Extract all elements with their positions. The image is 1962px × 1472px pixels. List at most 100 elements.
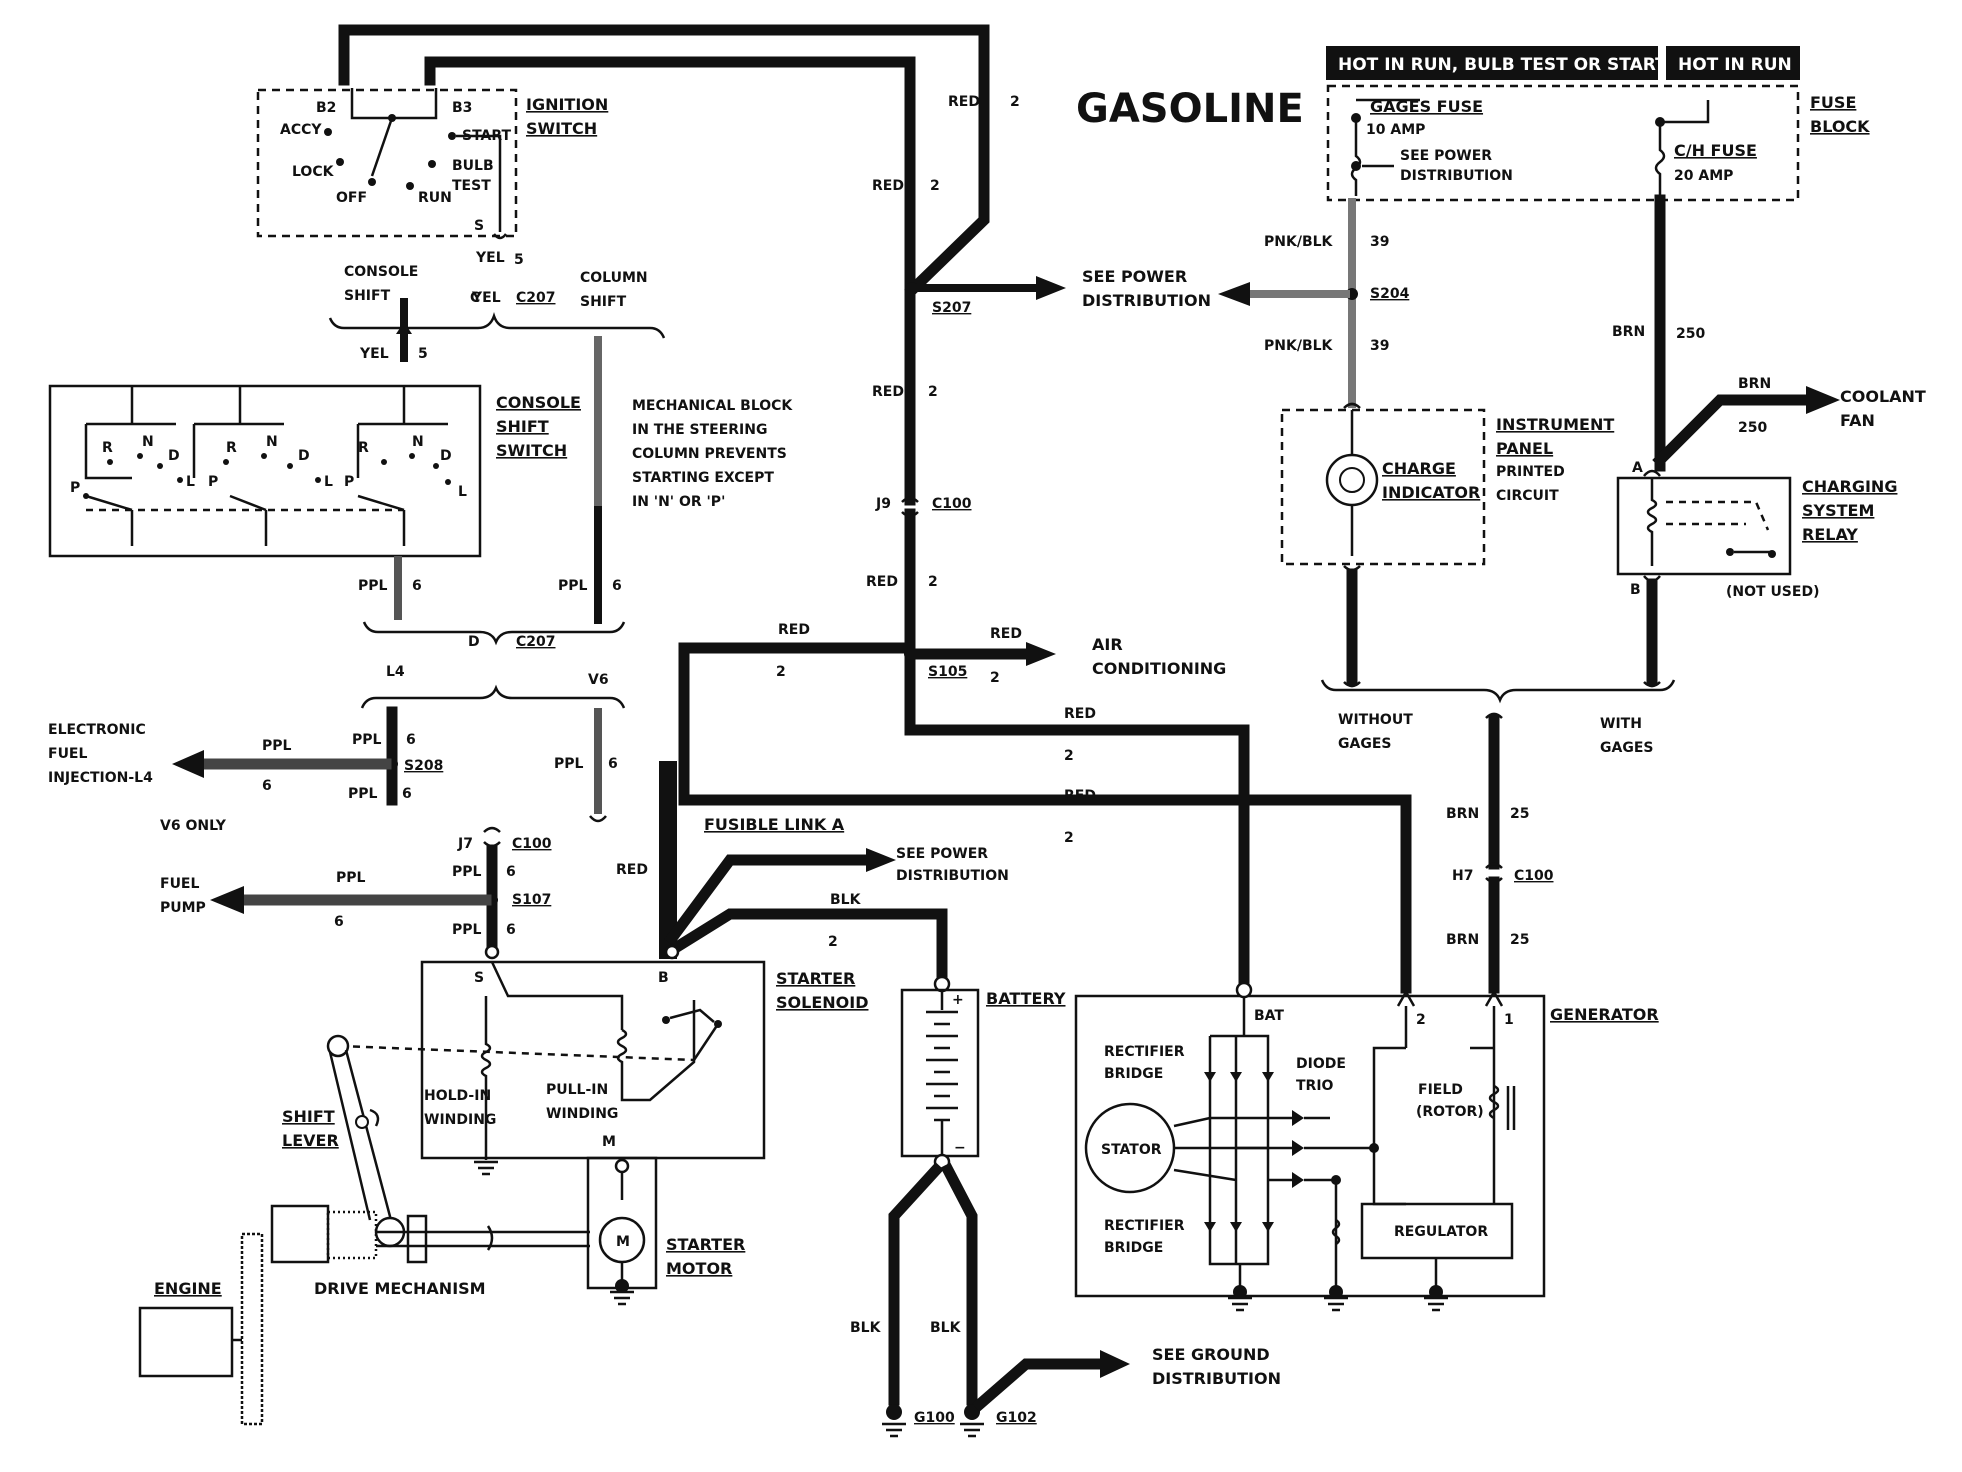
label-2-6: 2: [1064, 748, 1074, 764]
label-ppl-5: PPL: [554, 756, 584, 772]
wire-brn-coolant: [1652, 394, 1816, 468]
svg-text:N: N: [142, 434, 154, 450]
svg-text:HOT IN RUN, BULB TEST OR STAR: HOT IN RUN, BULB TEST OR START: [1338, 55, 1667, 75]
connector-ip-top: [1343, 402, 1361, 409]
header-hot-run-box: HOT IN RUN: [1666, 46, 1800, 80]
svg-text:TRIO: TRIO: [1296, 1078, 1334, 1094]
label-red-ac: RED: [990, 626, 1022, 642]
terminal-sol-b: [664, 944, 680, 960]
label-ppl-3: PPL: [352, 732, 382, 748]
label-39-1: 39: [1370, 234, 1389, 250]
svg-text:CHARGE: CHARGE: [1382, 459, 1456, 478]
label-5-2: 5: [418, 346, 428, 362]
svg-text:SYSTEM: SYSTEM: [1802, 501, 1874, 520]
engine: ENGINE: [138, 1232, 264, 1426]
label-console-shift-2: SHIFT: [344, 288, 391, 304]
label-fuel-2: PUMP: [160, 900, 206, 916]
arrow-fusible-power: [866, 848, 896, 872]
label-ppl-6: PPL: [452, 864, 482, 880]
label-see-power-1: SEE POWER: [1082, 267, 1187, 286]
label-ppl-1: PPL: [358, 578, 388, 594]
svg-text:DRIVE MECHANISM: DRIVE MECHANISM: [314, 1279, 486, 1298]
label-console-shift-1: CONSOLE: [344, 264, 418, 280]
svg-text:D: D: [440, 448, 452, 464]
label-6-6: 6: [506, 864, 516, 880]
label-yel-top: YEL: [475, 250, 505, 266]
label-250-2: 250: [1738, 420, 1767, 436]
label-efi-1: ELECTRONIC: [48, 722, 146, 738]
svg-text:S: S: [474, 970, 484, 986]
shift-lever: SHIFT LEVER: [282, 1034, 406, 1248]
label-v6-only: V6 ONLY: [160, 818, 227, 834]
svg-text:BRIDGE: BRIDGE: [1104, 1066, 1163, 1082]
svg-text:INSTRUMENT: INSTRUMENT: [1496, 415, 1614, 434]
svg-text:PULL-IN: PULL-IN: [546, 1082, 608, 1098]
svg-text:GENERATOR: GENERATOR: [1550, 1005, 1659, 1024]
diagram-title: GASOLINE: [1076, 86, 1304, 132]
svg-text:D: D: [298, 448, 310, 464]
svg-text:REGULATOR: REGULATOR: [1394, 1224, 1488, 1240]
svg-text:SOLENOID: SOLENOID: [776, 993, 868, 1012]
label-ac-2: CONDITIONING: [1092, 659, 1226, 678]
svg-text:M: M: [616, 1234, 630, 1250]
label-with-2: GAGES: [1600, 740, 1653, 756]
svg-text:SWITCH: SWITCH: [526, 119, 597, 138]
arrow-fuel-pump: [210, 886, 244, 914]
svg-text:RELAY: RELAY: [1802, 525, 1858, 544]
instrument-panel: INSTRUMENT PANEL PRINTED CIRCUIT CHARGE …: [1280, 408, 1614, 566]
svg-text:BULB: BULB: [452, 158, 494, 174]
label-6-2: 6: [612, 578, 622, 594]
svg-text:R: R: [102, 440, 113, 456]
label-column-shift-1: COLUMN: [580, 270, 648, 286]
svg-text:L: L: [458, 484, 467, 500]
svg-text:TEST: TEST: [452, 178, 491, 194]
label-c100-j9: C100: [932, 496, 972, 512]
ignition-switch: IGNITION SWITCH B2 B3 ACCY LOCK OFF RUN …: [256, 88, 608, 240]
label-250-1: 250: [1676, 326, 1705, 342]
bracket-d: [362, 621, 626, 646]
svg-text:STARTER: STARTER: [776, 969, 855, 988]
arrow-s204-power: [1218, 282, 1250, 306]
label-l4: L4: [386, 664, 405, 680]
label-efi-3: INJECTION-L4: [48, 770, 153, 786]
label-2-8: 2: [828, 934, 838, 950]
label-2-ac: 2: [990, 670, 1000, 686]
label-25-1: 25: [1510, 806, 1529, 822]
label-25-2: 25: [1510, 932, 1529, 948]
label-blk-1: BLK: [830, 892, 862, 908]
svg-text:PANEL: PANEL: [1496, 439, 1553, 458]
svg-text:10 AMP: 10 AMP: [1366, 122, 1425, 138]
label-s207: S207: [932, 300, 971, 316]
svg-text:MOTOR: MOTOR: [666, 1259, 732, 1278]
wire-red-to-fusible: [678, 642, 916, 766]
label-s107: S107: [512, 892, 551, 908]
label-6-1: 6: [412, 578, 422, 594]
label-5-1: 5: [514, 252, 524, 268]
svg-text:N: N: [266, 434, 278, 450]
connector-c100-j7: [483, 826, 501, 848]
svg-text:FIELD: FIELD: [1418, 1082, 1463, 1098]
svg-text:RUN: RUN: [418, 190, 452, 206]
svg-text:WINDING: WINDING: [424, 1112, 496, 1128]
label-brn-2: BRN: [1738, 376, 1771, 392]
svg-text:HOLD-IN: HOLD-IN: [424, 1088, 491, 1104]
header-hot-run-start-box: HOT IN RUN, BULB TEST OR START: [1326, 46, 1667, 80]
label-with-1: WITH: [1600, 716, 1642, 732]
label-c: C: [470, 290, 480, 306]
starter-motor: M STARTER MOTOR: [586, 1156, 745, 1306]
svg-text:GAGES FUSE: GAGES FUSE: [1370, 97, 1483, 116]
label-red-4: RED: [866, 574, 898, 590]
label-mech-4: STARTING EXCEPT: [632, 470, 774, 486]
svg-text:BLOCK: BLOCK: [1810, 117, 1870, 136]
label-efi-2: FUEL: [48, 746, 87, 762]
label-ppl-fuel: PPL: [336, 870, 366, 886]
svg-text:LEVER: LEVER: [282, 1131, 339, 1150]
label-mech-2: IN THE STEERING: [632, 422, 767, 438]
label-6-3: 6: [406, 732, 416, 748]
svg-text:INDICATOR: INDICATOR: [1382, 483, 1480, 502]
label-red-6: RED: [1064, 706, 1096, 722]
label-s105: S105: [928, 664, 967, 680]
label-pnk-blk-2: PNK/BLK: [1264, 338, 1334, 354]
label-ground-1: SEE GROUND: [1152, 1345, 1270, 1364]
label-see-power-3: SEE POWER: [896, 846, 988, 862]
